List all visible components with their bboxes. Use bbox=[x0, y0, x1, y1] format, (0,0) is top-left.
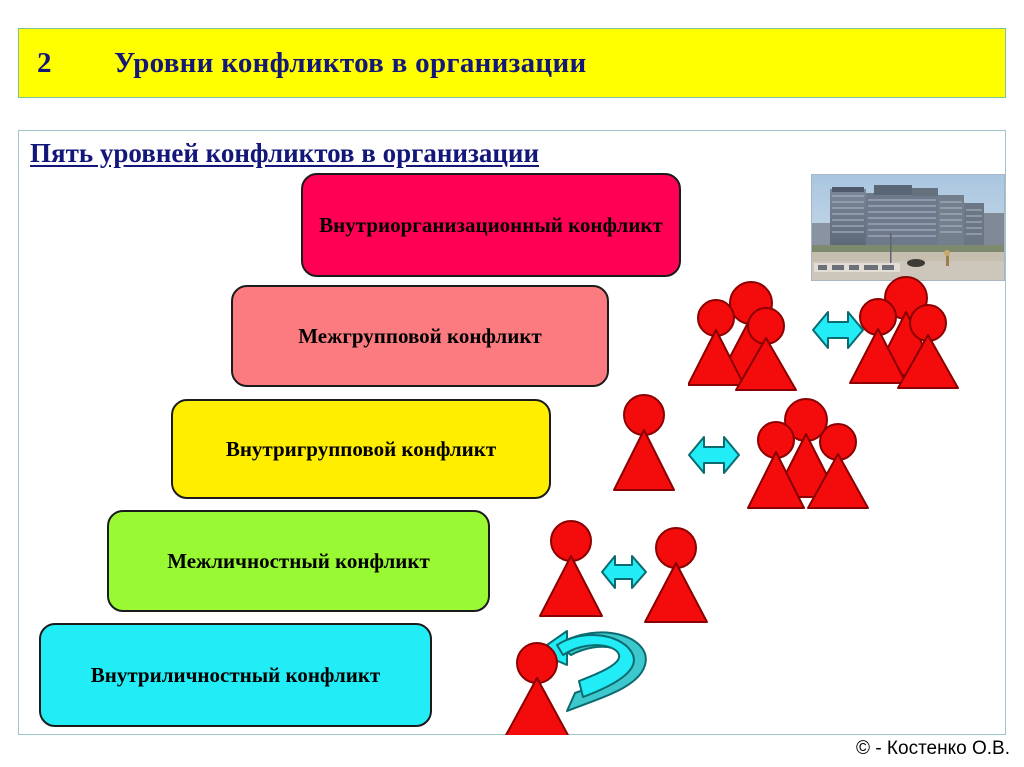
copyright-credit: © - Костенко О.В. bbox=[856, 738, 1010, 759]
slide-number: 2 bbox=[37, 46, 52, 79]
level-box-intrapersonal[interactable]: Внутриличностный конфликт bbox=[39, 623, 432, 727]
level-box-intergroup[interactable]: Межгрупповой конфликт bbox=[231, 285, 609, 387]
double-arrow-icon bbox=[812, 311, 864, 349]
double-arrow-icon bbox=[601, 555, 647, 589]
illustration-person-vs-group bbox=[606, 390, 896, 530]
section-subtitle: Пять уровней конфликтов в организации bbox=[30, 138, 540, 168]
illustration-person-vs-person bbox=[536, 516, 716, 631]
page-title: Уровни конфликтов в организации bbox=[114, 46, 587, 79]
double-arrow-icon bbox=[688, 436, 740, 474]
slide-header-bar: 2 Уровни конфликтов в организации bbox=[18, 28, 1006, 98]
level-box-intragroup[interactable]: Внутригрупповой конфликт bbox=[171, 399, 551, 499]
curved-self-arrow-icon bbox=[536, 630, 647, 712]
level-box-intraorganizational[interactable]: Внутриорганизационный конфликт bbox=[301, 173, 681, 277]
illustration-group-vs-group-top bbox=[687, 268, 1008, 398]
illustration-person-vs-self bbox=[504, 625, 685, 740]
office-building-photo bbox=[811, 174, 1005, 281]
level-box-interpersonal[interactable]: Межличностный конфликт bbox=[107, 510, 490, 612]
